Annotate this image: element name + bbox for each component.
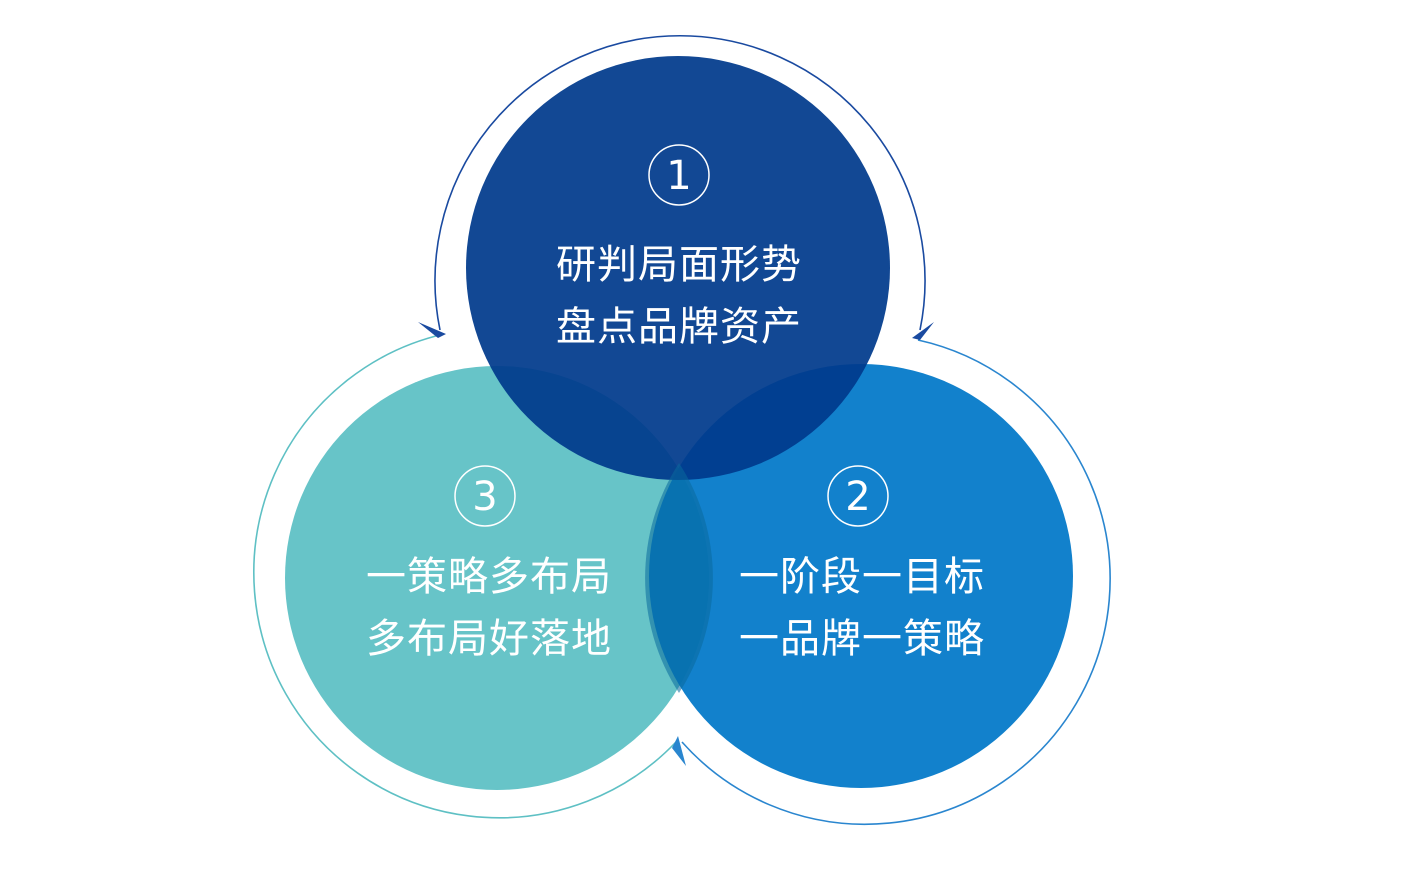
circle-2-line-1: 一阶段一目标 bbox=[739, 554, 985, 600]
arrow-head-bottom bbox=[672, 736, 686, 766]
circle-2 bbox=[649, 364, 1073, 788]
number-3: 3 bbox=[472, 474, 497, 520]
circle-3-line-2: 多布局好落地 bbox=[366, 616, 612, 662]
number-badge-2 bbox=[827, 465, 889, 527]
circle-1-content: 1 研判局面形势 盘点品牌资产 bbox=[556, 144, 802, 350]
arrow-heads bbox=[418, 322, 934, 766]
outer-rings bbox=[253, 35, 1111, 826]
outer-ring-right bbox=[681, 339, 1111, 826]
circle-2-content: 2 一阶段一目标 一品牌一策略 bbox=[739, 465, 985, 662]
circle-1-line-2: 盘点品牌资产 bbox=[556, 304, 802, 350]
number-badge-1 bbox=[648, 144, 710, 206]
circle-1 bbox=[466, 56, 890, 480]
outer-ring-top bbox=[434, 35, 926, 331]
circle-3 bbox=[285, 366, 709, 790]
overlap-2-3 bbox=[645, 463, 713, 693]
circle-2-line-2: 一品牌一策略 bbox=[739, 616, 985, 662]
circle-3-line-1: 一策略多布局 bbox=[366, 554, 612, 600]
circle-1-line-1: 研判局面形势 bbox=[556, 242, 802, 288]
circle-3-content: 3 一策略多布局 多布局好落地 bbox=[366, 465, 612, 662]
number-2: 2 bbox=[845, 474, 870, 520]
number-badge-3 bbox=[454, 465, 516, 527]
arrow-head-right bbox=[912, 322, 934, 340]
number-1: 1 bbox=[666, 153, 691, 199]
arrow-head-left bbox=[418, 322, 446, 338]
outer-ring-left bbox=[253, 333, 677, 819]
